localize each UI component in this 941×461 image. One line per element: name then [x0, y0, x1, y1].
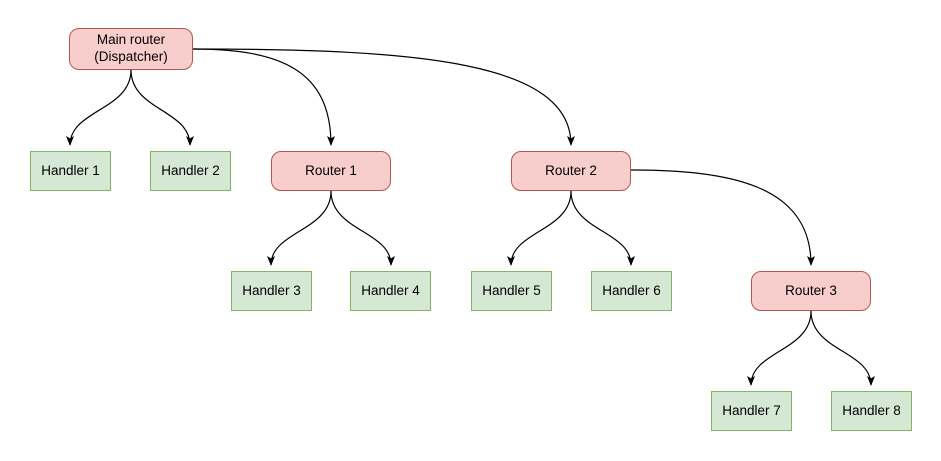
node-label: Handler 6 — [602, 282, 661, 298]
node-handler-5[interactable]: Handler 5 — [471, 271, 552, 311]
node-router-1[interactable]: Router 1 — [271, 151, 391, 191]
edge-router-2-to-router-3 — [630, 169, 815, 266]
node-handler-8[interactable]: Handler 8 — [831, 391, 912, 431]
node-label: Handler 8 — [842, 402, 901, 418]
node-label: Handler 1 — [41, 162, 100, 178]
node-label: Handler 5 — [482, 282, 541, 298]
node-label: Router 3 — [785, 282, 837, 298]
node-label: Router 1 — [305, 162, 357, 178]
node-label: Handler 3 — [242, 282, 301, 298]
edge-router-3-to-handler-7 — [747, 310, 812, 386]
edge-router-1-to-handler-4 — [330, 190, 395, 266]
edge-router-2-to-handler-6 — [570, 190, 635, 266]
node-handler-3[interactable]: Handler 3 — [231, 271, 312, 311]
node-router-2[interactable]: Router 2 — [511, 151, 631, 191]
node-handler-1[interactable]: Handler 1 — [30, 151, 111, 191]
node-label: Handler 7 — [722, 402, 781, 418]
edge-router-2-to-handler-5 — [507, 190, 572, 266]
node-router-3[interactable]: Router 3 — [751, 271, 871, 311]
edge-main-to-router-1 — [192, 48, 335, 146]
node-handler-6[interactable]: Handler 6 — [591, 271, 672, 311]
edge-router-3-to-handler-8 — [810, 310, 875, 386]
edge-main-to-router-2 — [192, 48, 575, 146]
edge-main-to-handler-1 — [66, 69, 132, 146]
node-label: Main router (Dispatcher) — [94, 32, 168, 64]
node-handler-4[interactable]: Handler 4 — [350, 271, 431, 311]
edge-router-1-to-handler-3 — [267, 190, 332, 266]
node-label: Handler 2 — [161, 162, 220, 178]
node-label: Handler 4 — [361, 282, 420, 298]
node-label: Router 2 — [545, 162, 597, 178]
node-main-router[interactable]: Main router (Dispatcher) — [69, 28, 193, 70]
edge-main-to-handler-2 — [130, 69, 194, 146]
node-handler-7[interactable]: Handler 7 — [711, 391, 792, 431]
node-handler-2[interactable]: Handler 2 — [150, 151, 231, 191]
